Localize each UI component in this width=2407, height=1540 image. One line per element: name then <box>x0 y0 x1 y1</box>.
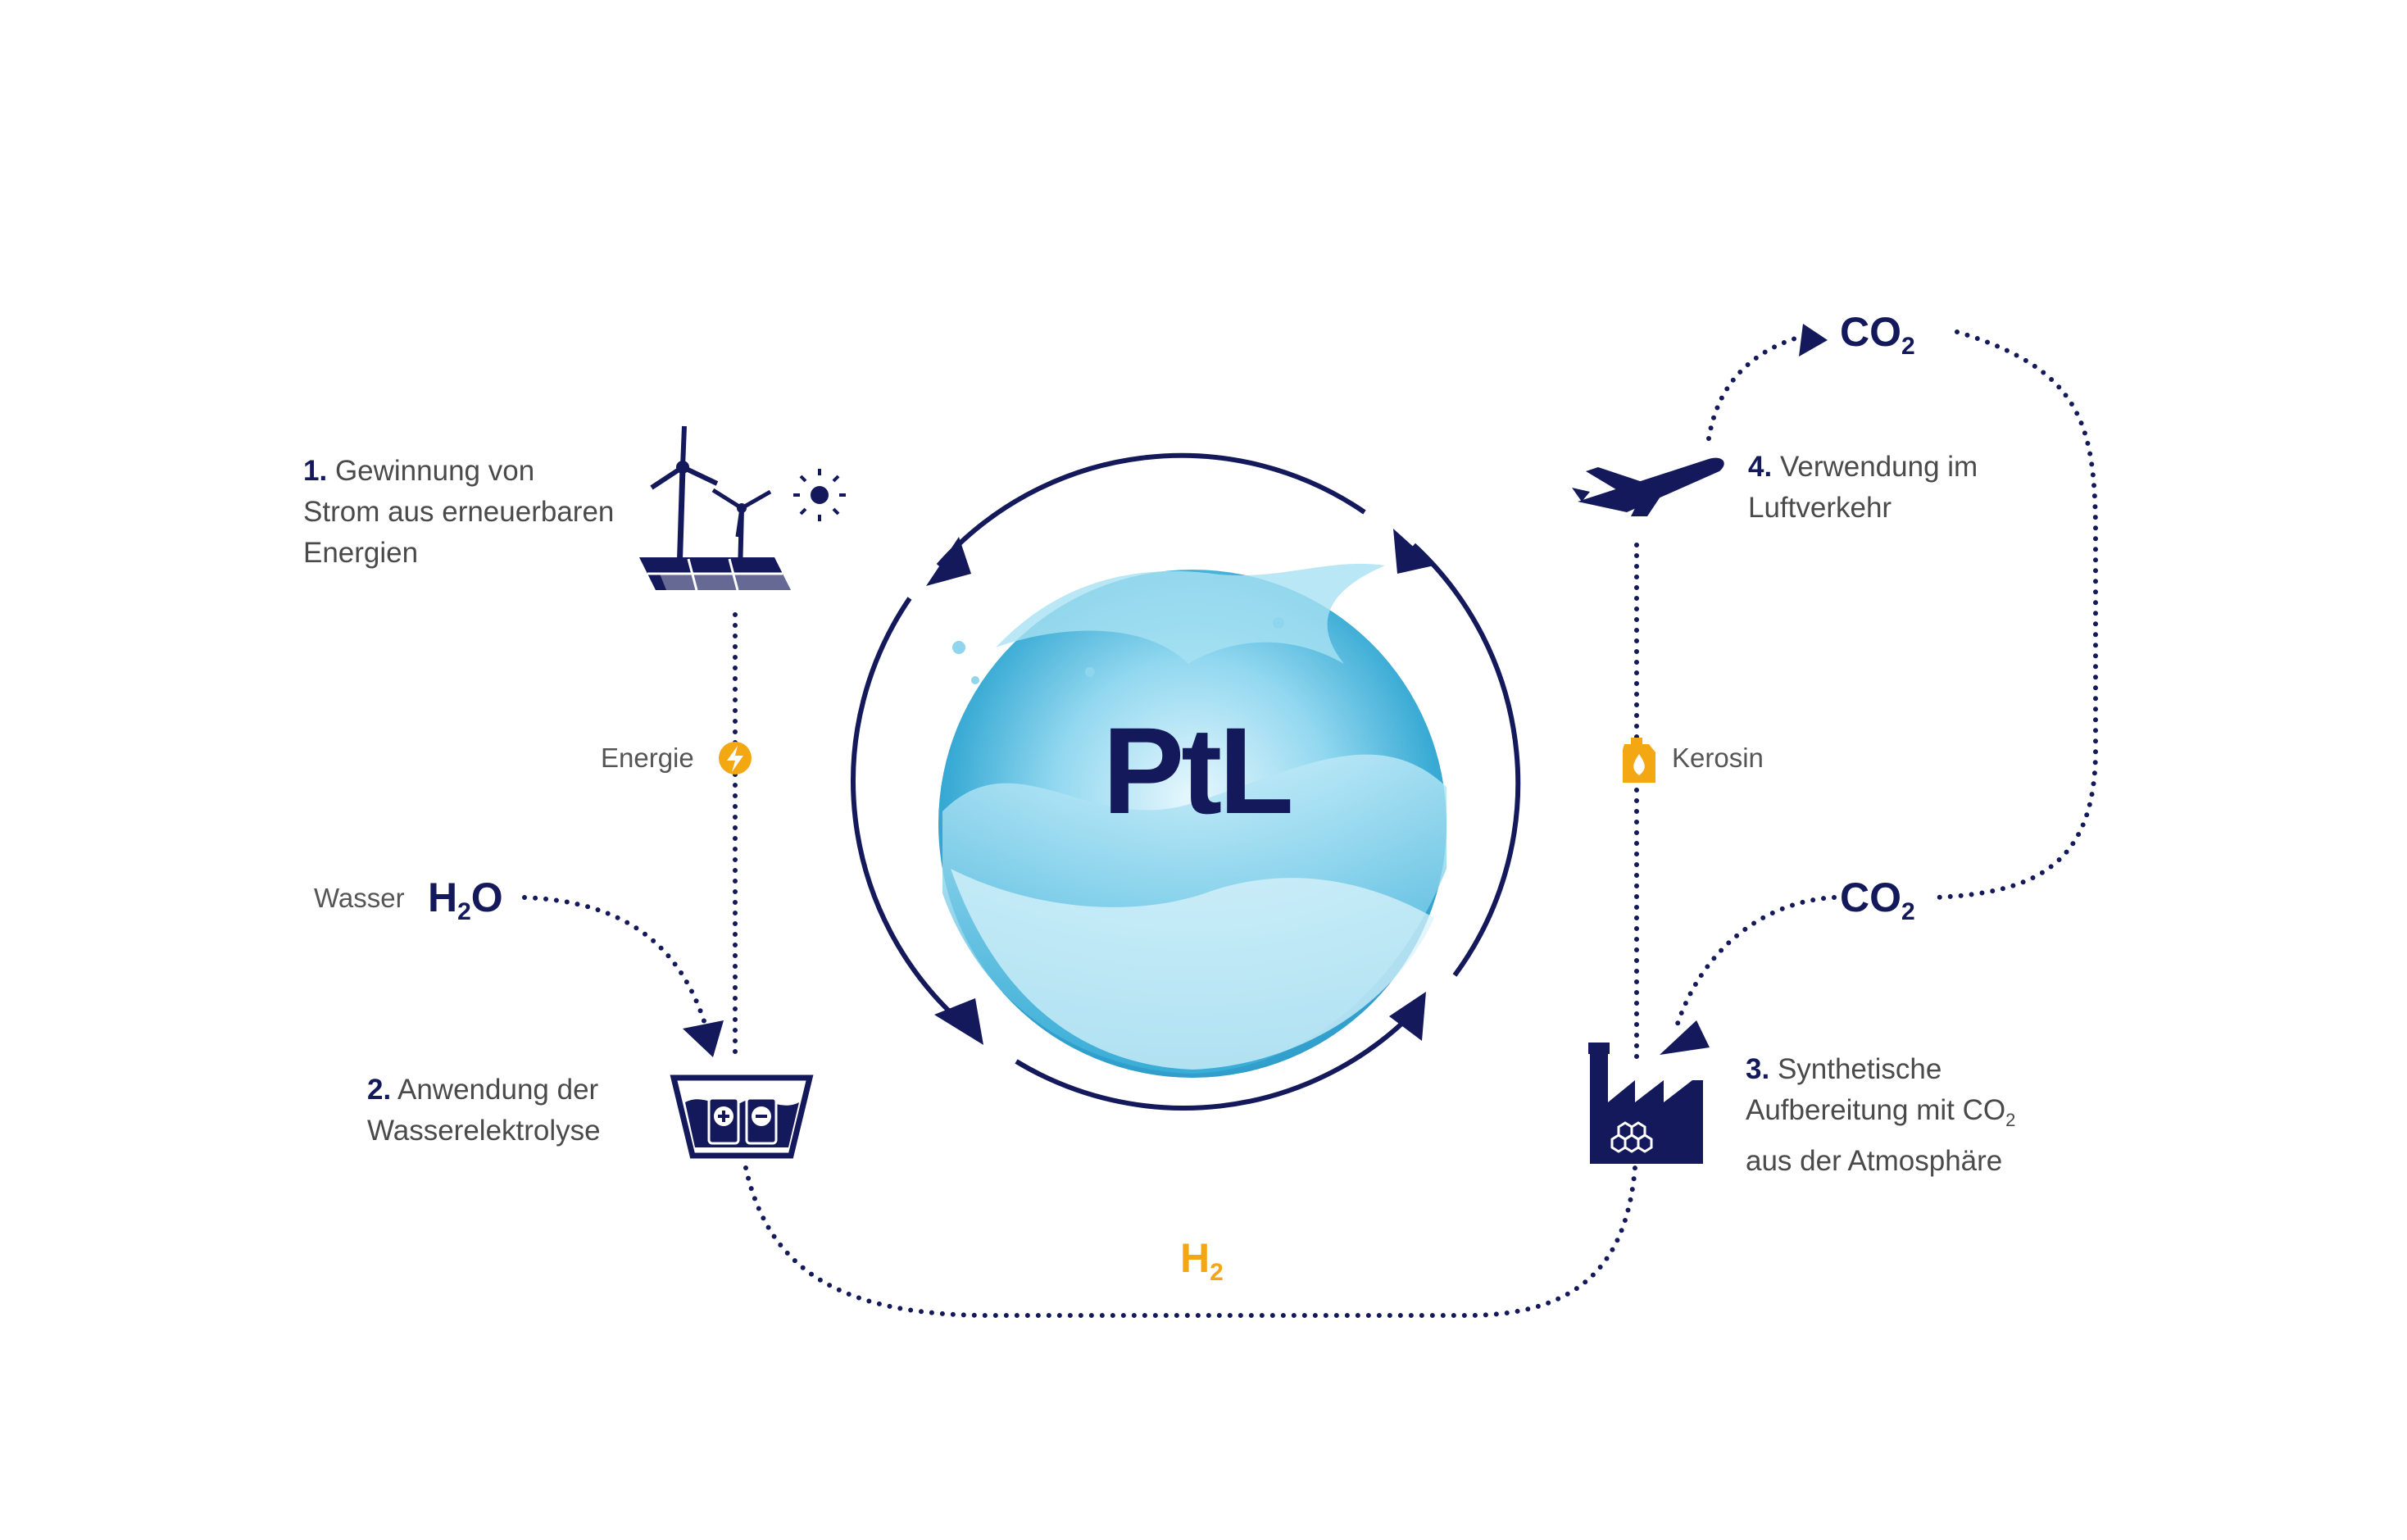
step2-number: 2. <box>367 1074 392 1106</box>
cycle-arc-bottom <box>1015 1014 1412 1111</box>
arrowhead-co2-atmosphere <box>1660 1020 1710 1055</box>
wasser-label: Wasser <box>314 883 405 913</box>
airplane-icon <box>1572 457 1724 516</box>
cycle-arc-top <box>936 452 1366 567</box>
step3-label: 3. Synthetische Aufbereitung mit CO2 aus… <box>1746 1049 2015 1182</box>
step2-line1: Anwendung der <box>397 1074 599 1106</box>
arrowhead-water <box>683 1020 724 1057</box>
h2-label: H2 <box>1180 1233 1224 1297</box>
step4-line2: Luftverkehr <box>1748 492 1892 524</box>
step1-line1: Gewinnung von <box>334 455 535 487</box>
connector-co2-atmosphere <box>1674 895 1837 1031</box>
cycle-arc-left <box>851 597 961 1023</box>
electrolysis-icon <box>670 1074 814 1159</box>
h2o-main: H <box>428 874 458 920</box>
h2o-tail: O <box>470 874 503 920</box>
factory-icon <box>1588 1043 1703 1164</box>
step3-line2: Aufbereitung mit CO <box>1746 1094 2006 1126</box>
cycle-arrowhead-top <box>926 537 971 586</box>
step1-label: 1. Gewinnung von Strom aus erneuerbaren … <box>303 451 614 574</box>
cycle-arrowhead-bottom <box>1389 992 1426 1041</box>
arrowhead-co2-top <box>1799 324 1828 357</box>
connector-h2 <box>743 1165 1637 1318</box>
step4-number: 4. <box>1748 451 1773 483</box>
step3-line1: Synthetische <box>1777 1053 1942 1085</box>
cycle-arrowhead-right <box>1393 529 1434 574</box>
step4-label: 4. Verwendung im Luftverkehr <box>1748 447 1978 529</box>
co2-top-main: CO <box>1840 309 1901 355</box>
co2-mid-label: CO2 <box>1840 873 1915 937</box>
co2-top-label: CO2 <box>1840 307 1915 371</box>
step1-number: 1. <box>303 455 328 487</box>
step3-subscript: 2 <box>2005 1110 2016 1130</box>
step1-line2: Strom aus erneuerbaren <box>303 496 615 528</box>
h2o-sub: 2 <box>457 898 471 925</box>
ptl-center-label: PtL <box>1102 702 1294 839</box>
lightning-icon <box>719 742 752 775</box>
h2-main: H <box>1180 1235 1210 1281</box>
water-sphere-image <box>938 563 1446 1078</box>
co2-mid-sub: 2 <box>1901 898 1915 925</box>
step3-line3: aus der Atmosphäre <box>1746 1145 2003 1177</box>
kerosin-label: Kerosin <box>1672 743 1764 773</box>
connector-plane-co2 <box>1706 334 1805 441</box>
energie-label: Energie <box>601 743 694 773</box>
step2-label: 2. Anwendung der Wasserelektrolyse <box>367 1070 601 1152</box>
h2o-label: H2O <box>428 873 503 937</box>
step4-line1: Verwendung im <box>1779 451 1978 483</box>
step2-line2: Wasserelektrolyse <box>367 1115 601 1147</box>
cycle-arc-right <box>1411 543 1521 977</box>
h2-sub: 2 <box>1210 1259 1224 1286</box>
fuel-canister-icon <box>1623 738 1655 783</box>
co2-top-sub: 2 <box>1901 333 1915 360</box>
wind-solar-icon <box>639 425 846 594</box>
step1-line3: Energien <box>303 537 419 569</box>
connector-co2-loop <box>1932 329 2098 900</box>
step3-number: 3. <box>1746 1053 1770 1085</box>
co2-mid-main: CO <box>1840 874 1901 920</box>
connector-water <box>522 895 709 1031</box>
cycle-arrowhead-left <box>934 998 983 1045</box>
